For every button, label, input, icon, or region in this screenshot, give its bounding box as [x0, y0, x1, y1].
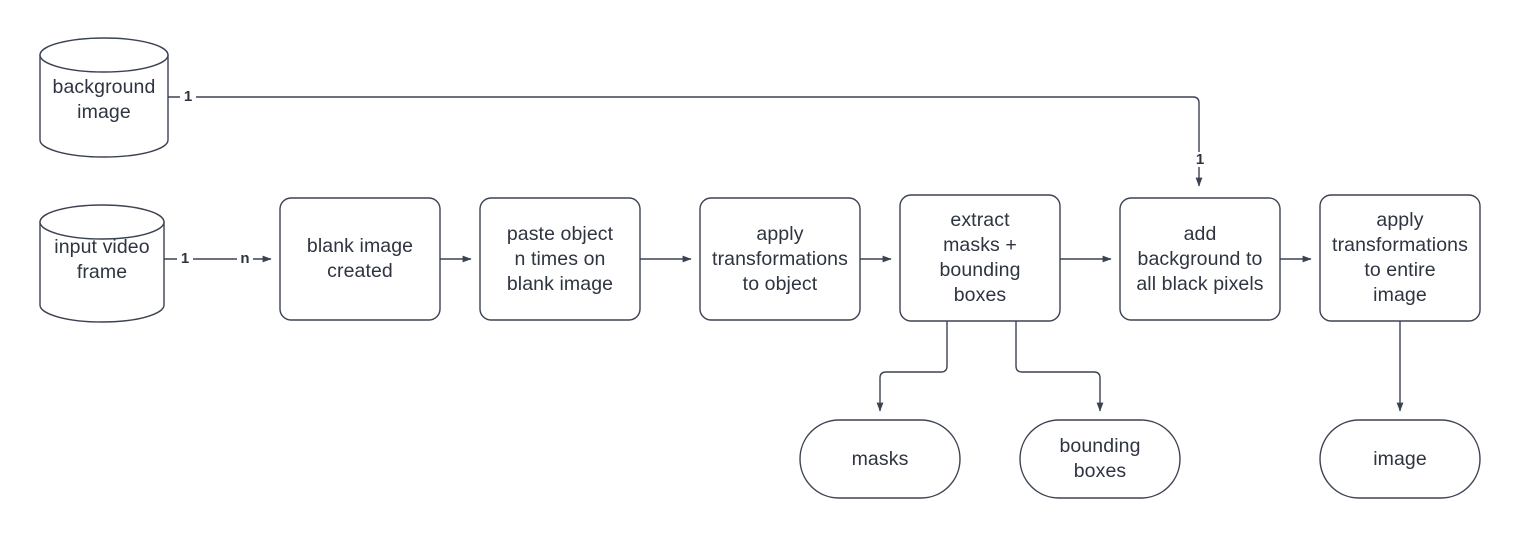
node-input-video-frame[interactable] [39, 204, 165, 323]
edge-label-frame-target: n [237, 251, 253, 266]
edge-extract-to-bounding-boxes [1015, 321, 1104, 412]
edge-label-background-source: 1 [180, 89, 196, 104]
node-apply-transformations-image[interactable] [1319, 194, 1481, 322]
node-bounding-boxes[interactable] [1019, 419, 1181, 499]
node-extract-masks-boxes[interactable] [899, 194, 1061, 322]
edge-extract-to-masks [876, 321, 948, 412]
node-masks[interactable] [799, 419, 961, 499]
node-background-image[interactable] [39, 37, 169, 158]
node-apply-transformations-object[interactable] [699, 197, 861, 321]
edge-label-frame-source: 1 [177, 251, 193, 266]
node-image[interactable] [1319, 419, 1481, 499]
node-blank-image-created[interactable] [279, 197, 441, 321]
node-paste-object[interactable] [479, 197, 641, 321]
node-add-background[interactable] [1119, 197, 1281, 321]
edge-background-to-add-background [168, 96, 1203, 187]
edge-label-background-target: 1 [1192, 152, 1208, 167]
